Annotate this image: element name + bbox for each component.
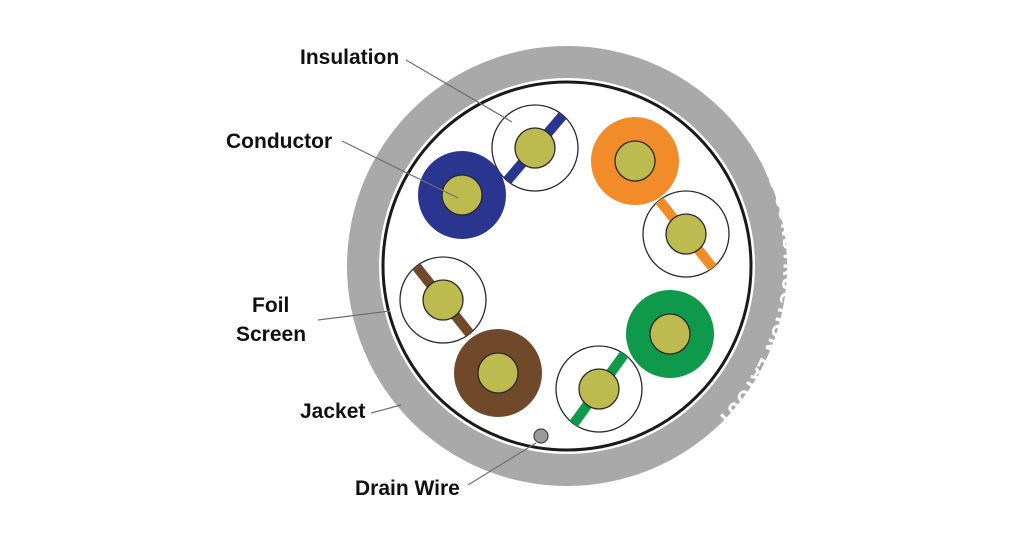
wire-white-orange (642, 190, 730, 278)
wire-white-green (555, 345, 643, 433)
jacket-leader (370, 404, 402, 414)
wire-blue (418, 151, 506, 239)
jacket-label: Jacket (300, 400, 365, 423)
drain-wire-label: Drain Wire (355, 477, 460, 500)
insulation-label: Insulation (300, 46, 399, 69)
foil-screen (381, 80, 753, 452)
wire-white-brown (399, 256, 487, 344)
foil-label: Foil (252, 294, 289, 317)
wire-white-blue (491, 104, 579, 192)
conductor-label: Conductor (226, 130, 332, 153)
drain-wire (533, 428, 549, 444)
wire-brown (454, 329, 542, 417)
wire-green (626, 290, 714, 378)
drain-wire-leader (467, 442, 537, 486)
foil-screen-leader (317, 310, 391, 321)
wire-orange (591, 117, 679, 205)
conductor-leader (341, 140, 459, 199)
screen-label: Screen (236, 323, 306, 346)
insulation-leader (405, 59, 513, 123)
